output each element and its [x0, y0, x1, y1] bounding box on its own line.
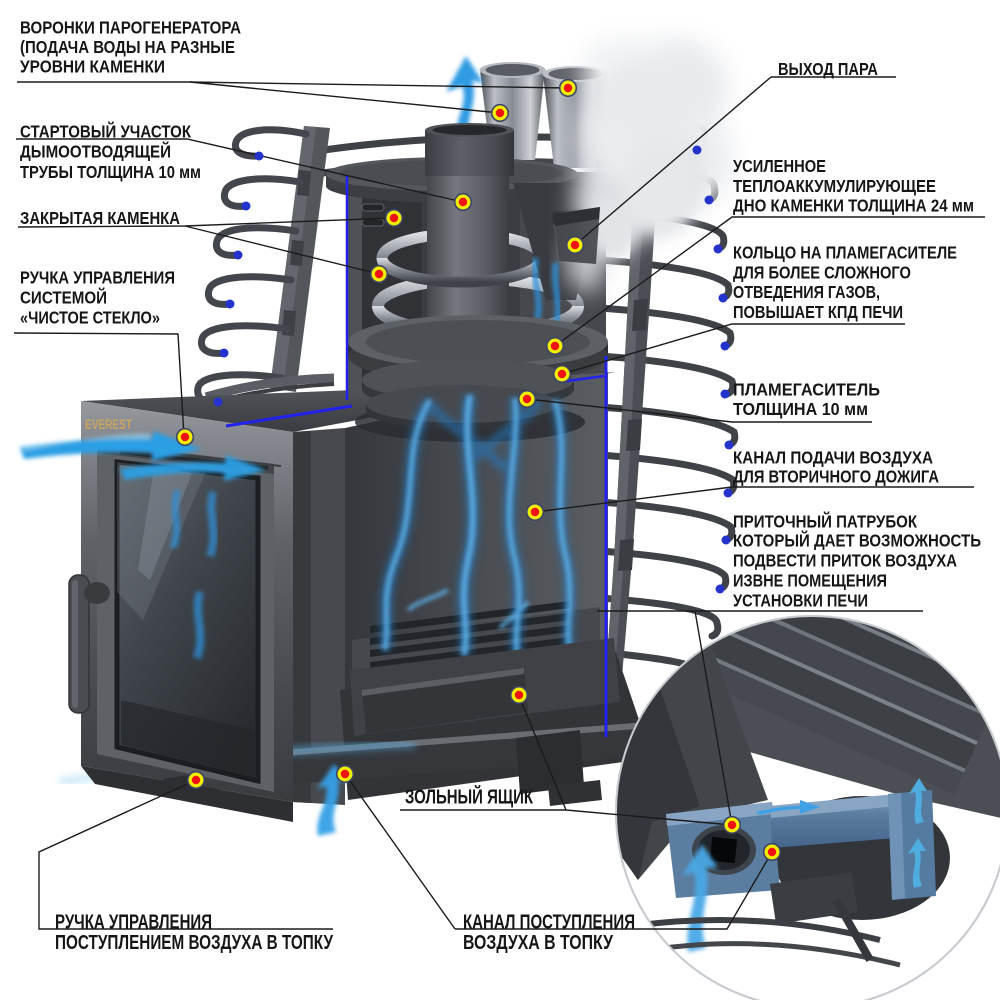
svg-text:РУЧКА УПРАВЛЕНИЯ: РУЧКА УПРАВЛЕНИЯ: [55, 912, 212, 934]
svg-text:EVEREST: EVEREST: [85, 417, 133, 432]
svg-text:УРОВНИ КАМЕНКИ: УРОВНИ КАМЕНКИ: [20, 57, 165, 77]
svg-text:ПРИТОЧНЫЙ ПАТРУБОК: ПРИТОЧНЫЙ ПАТРУБОК: [733, 510, 917, 531]
svg-text:ТРУБЫ ТОЛЩИНА 10 мм: ТРУБЫ ТОЛЩИНА 10 мм: [20, 162, 201, 182]
svg-text:КОТОРЫЙ ДАЕТ ВОЗМОЖНОСТЬ: КОТОРЫЙ ДАЕТ ВОЗМОЖНОСТЬ: [733, 530, 981, 551]
svg-text:(ПОДАЧА ВОДЫ НА РАЗНЫЕ: (ПОДАЧА ВОДЫ НА РАЗНЫЕ: [20, 37, 235, 57]
svg-text:СИСТЕМОЙ: СИСТЕМОЙ: [20, 286, 107, 307]
svg-text:КОЛЬЦО НА ПЛАМЕГАСИТЕЛЕ: КОЛЬЦО НА ПЛАМЕГАСИТЕЛЕ: [733, 243, 957, 263]
svg-text:«ЧИСТОЕ СТЕКЛО»: «ЧИСТОЕ СТЕКЛО»: [20, 307, 160, 327]
svg-text:ЗАКРЫТАЯ КАМЕНКА: ЗАКРЫТАЯ КАМЕНКА: [20, 208, 180, 228]
svg-text:ВЫХОД ПАРА: ВЫХОД ПАРА: [778, 59, 878, 79]
svg-text:УСИЛЕННОЕ: УСИЛЕННОЕ: [733, 156, 826, 176]
svg-text:СТАРТОВЫЙ УЧАСТОК: СТАРТОВЫЙ УЧАСТОК: [20, 120, 191, 141]
svg-text:ИЗВНЕ ПОМЕЩЕНИЯ: ИЗВНЕ ПОМЕЩЕНИЯ: [733, 570, 887, 590]
svg-text:ТЕПЛОАККУМУЛИРУЮЩЕЕ: ТЕПЛОАККУМУЛИРУЮЩЕЕ: [733, 176, 936, 196]
svg-text:ВОРОНКИ ПАРОГЕНЕРАТОРА: ВОРОНКИ ПАРОГЕНЕРАТОРА: [20, 18, 241, 38]
svg-text:ТОЛЩИНА 10 мм: ТОЛЩИНА 10 мм: [733, 399, 868, 419]
svg-text:КАНАЛ ПОДАЧИ ВОЗДУХА: КАНАЛ ПОДАЧИ ВОЗДУХА: [733, 447, 933, 467]
svg-text:ВОЗДУХА В ТОПКУ: ВОЗДУХА В ТОПКУ: [463, 932, 613, 954]
svg-text:ПОВЫШАЕТ КПД ПЕЧИ: ПОВЫШАЕТ КПД ПЕЧИ: [733, 302, 903, 322]
svg-text:ПОСТУПЛЕНИЕМ ВОЗДУХА В ТОПКУ: ПОСТУПЛЕНИЕМ ВОЗДУХА В ТОПКУ: [55, 932, 333, 954]
svg-text:КАНАЛ ПОСТУПЛЕНИЯ: КАНАЛ ПОСТУПЛЕНИЯ: [463, 912, 635, 934]
svg-text:ЗОЛЬНЫЙ ЯЩИК: ЗОЛЬНЫЙ ЯЩИК: [405, 785, 534, 809]
svg-text:РУЧКА УПРАВЛЕНИЯ: РУЧКА УПРАВЛЕНИЯ: [20, 267, 175, 287]
svg-text:ДЫМООТВОДЯЩЕЙ: ДЫМООТВОДЯЩЕЙ: [20, 140, 171, 161]
svg-text:ДНО КАМЕНКИ ТОЛЩИНА 24 мм: ДНО КАМЕНКИ ТОЛЩИНА 24 мм: [733, 195, 974, 215]
svg-text:ДЛЯ ВТОРИЧНОГО ДОЖИГА: ДЛЯ ВТОРИЧНОГО ДОЖИГА: [733, 467, 939, 487]
svg-text:УСТАНОВКИ ПЕЧИ: УСТАНОВКИ ПЕЧИ: [733, 590, 868, 610]
svg-text:ПЛАМЕГАСИТЕЛЬ: ПЛАМЕГАСИТЕЛЬ: [733, 379, 880, 399]
svg-text:ОТВЕДЕНИЯ ГАЗОВ,: ОТВЕДЕНИЯ ГАЗОВ,: [733, 282, 880, 302]
svg-text:ДЛЯ БОЛЕЕ СЛОЖНОГО: ДЛЯ БОЛЕЕ СЛОЖНОГО: [733, 262, 911, 282]
svg-text:ПОДВЕСТИ ПРИТОК ВОЗДУХА: ПОДВЕСТИ ПРИТОК ВОЗДУХА: [733, 551, 957, 571]
